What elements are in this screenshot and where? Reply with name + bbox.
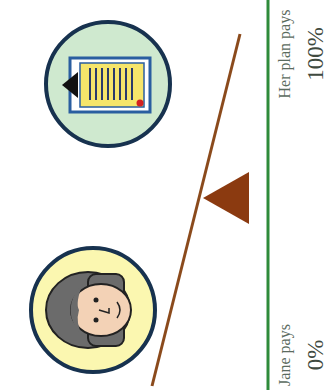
payer-label: Her plan pays	[277, 10, 293, 99]
plan-icon	[46, 22, 170, 146]
divider-line	[267, 0, 270, 390]
percent-value: 0%	[304, 340, 327, 371]
payer-label: Jane pays	[277, 324, 293, 386]
percent-value: 100%	[304, 27, 327, 81]
fulcrum	[203, 172, 249, 224]
jane-icon	[31, 248, 155, 372]
